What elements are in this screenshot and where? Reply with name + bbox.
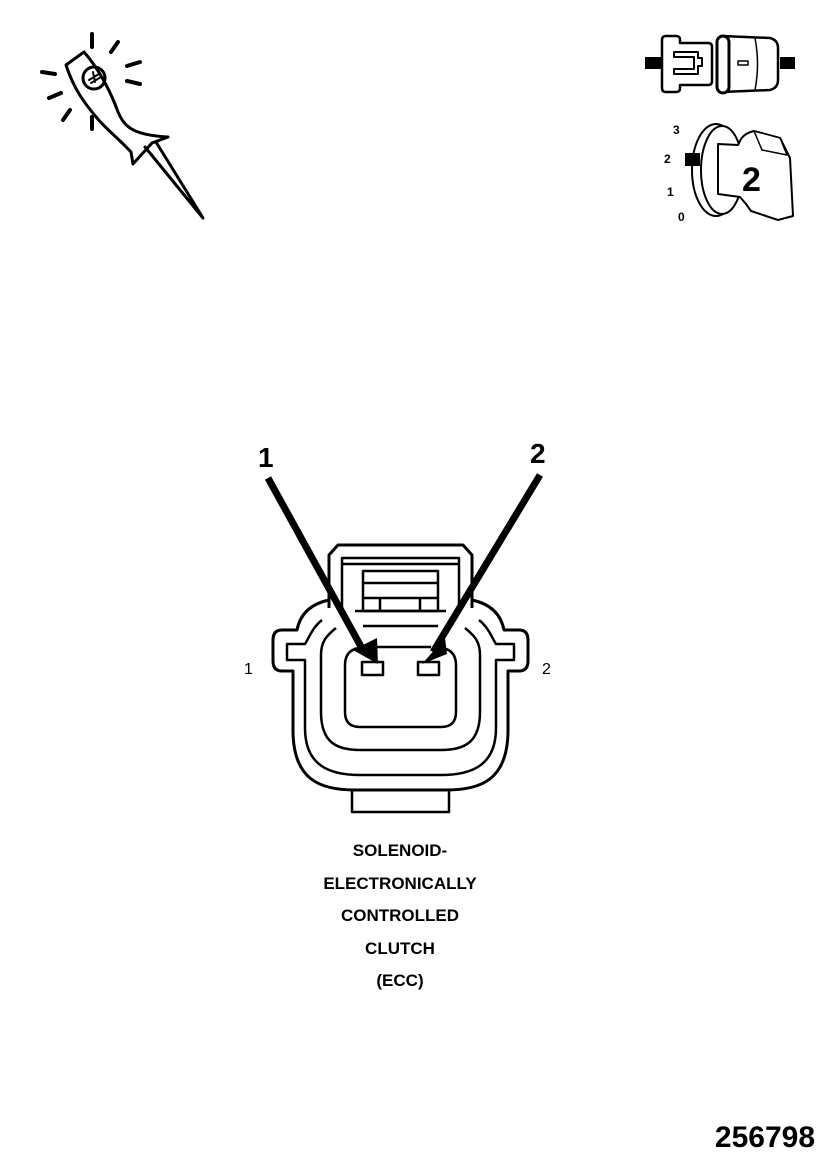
figure-number: 256798 — [714, 1121, 815, 1154]
callout-label-1: 1 — [258, 442, 274, 473]
pin-label-left: 1 — [244, 661, 253, 678]
callout-arrow-1 — [264, 476, 378, 664]
pin-label-right: 2 — [542, 661, 551, 678]
title-line: CLUTCH — [365, 938, 435, 958]
title-line: (ECC) — [376, 971, 424, 990]
title-line: SOLENOID- — [352, 841, 448, 860]
ignition-key-label: 2 — [742, 161, 761, 199]
latch-tab — [361, 569, 440, 613]
title-line: CONTROLLED — [340, 906, 460, 925]
terminal-2 — [416, 660, 441, 677]
connector-outer-body — [271, 598, 530, 792]
ignition-position-1: 1 — [667, 185, 674, 199]
bottom-key-tab — [350, 790, 451, 814]
callout-label-2: 2 — [530, 438, 546, 469]
ignition-position-3: 3 — [673, 123, 680, 137]
connector-disconnected-icon — [645, 34, 795, 95]
terminal-1 — [360, 660, 385, 677]
component-title: SOLENOID- ELECTRONICALLY CONTROLLED CLUT… — [250, 840, 550, 1003]
test-probe-icon — [40, 32, 205, 220]
callout-arrow-2 — [422, 473, 543, 664]
ignition-position-0: 0 — [678, 210, 685, 224]
ignition-key-icon — [685, 123, 794, 221]
latch-housing — [327, 543, 474, 608]
terminal-cavity — [343, 646, 458, 729]
ignition-position-2: 2 — [664, 152, 671, 166]
title-line: ELECTRONICALLY — [323, 873, 477, 893]
